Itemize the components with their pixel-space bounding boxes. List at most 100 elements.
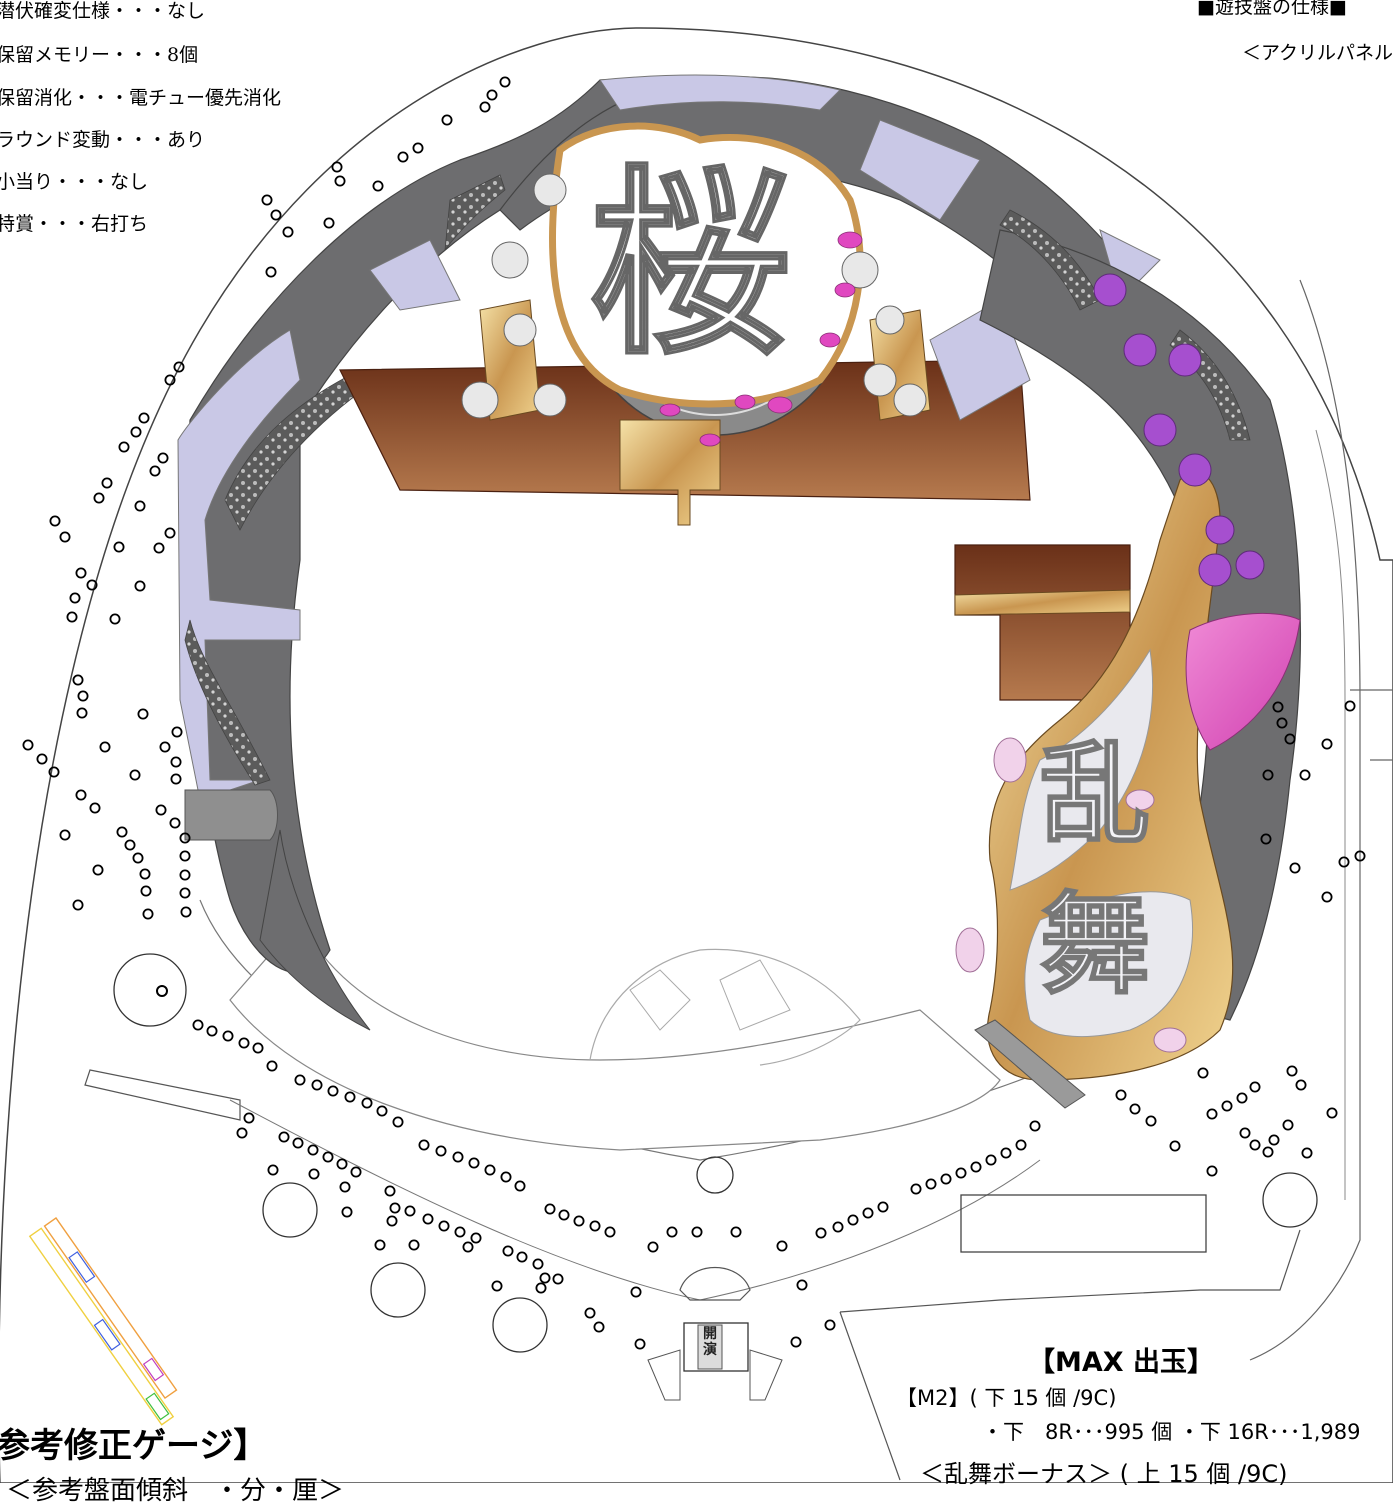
nail-pin — [139, 868, 151, 880]
nail-pin — [266, 1060, 278, 1072]
nail-pin — [331, 161, 343, 173]
nail-pin — [441, 114, 453, 126]
board-spec-title: ■遊技盤の仕様■ — [1197, 0, 1347, 18]
board-outline — [0, 27, 1393, 1483]
m2-line: 【M2】( 下 15 個 /9C) — [896, 1386, 1117, 1410]
nail-pin — [1301, 1147, 1313, 1159]
nail-pin — [1282, 1119, 1294, 1131]
nail-pin — [361, 1097, 373, 1109]
nail-pin — [118, 441, 130, 453]
nail-pin — [418, 1139, 430, 1151]
light-ribbon-top — [599, 74, 841, 111]
nail-pin — [832, 1221, 844, 1233]
nail-pin — [691, 1226, 703, 1238]
nail-pin — [322, 1151, 334, 1163]
nail-pin — [470, 1232, 482, 1244]
nail-pin — [412, 142, 424, 154]
nail-pin — [323, 217, 335, 229]
nail-pin — [341, 1206, 353, 1218]
nail-pin — [454, 1226, 466, 1238]
nail-pin — [925, 1178, 937, 1190]
nail-pin — [815, 1227, 827, 1239]
kaien-box — [683, 1322, 749, 1372]
nail-pin — [1354, 850, 1366, 862]
nail-pin — [124, 839, 136, 851]
ranbu-inner-white-2 — [1024, 891, 1193, 1037]
nail-pin — [552, 1273, 564, 1285]
nail-pin — [514, 1180, 526, 1192]
nail-pin — [1295, 1079, 1307, 1091]
nail-pin — [270, 209, 282, 221]
nail-pin — [730, 1226, 742, 1238]
nail-pin — [206, 1025, 218, 1037]
nail-pin — [479, 101, 491, 113]
nail-pin — [86, 579, 98, 591]
nail-pin — [243, 1112, 255, 1124]
bonus-line: ＜乱舞ボーナス＞ ( 上 15 個 /9C) — [920, 1460, 1288, 1488]
dark-tail-left — [259, 829, 371, 1031]
nail-pin — [171, 726, 183, 738]
nail-pin — [647, 1241, 659, 1253]
light-pink-petals — [955, 737, 1187, 1053]
nail-pin — [1000, 1147, 1012, 1159]
nail-pin — [462, 1241, 474, 1253]
right-rail-inner — [1315, 429, 1346, 1200]
nail-pin — [22, 739, 34, 751]
nail-pin — [404, 1205, 416, 1217]
sakura-logo-frame — [549, 122, 864, 408]
nail-pin — [93, 492, 105, 504]
nail-pin — [164, 527, 176, 539]
bottom-left-cup — [647, 1349, 681, 1401]
nail-pin — [59, 531, 71, 543]
nail-pin — [500, 1171, 512, 1183]
nail-pin — [153, 542, 165, 554]
nail-pin — [180, 906, 192, 918]
ranbu-logo-text: 乱舞 — [1039, 729, 1151, 1010]
nail-pin — [1299, 769, 1311, 781]
nail-pin — [170, 773, 182, 785]
stage-petal-1 — [629, 969, 691, 1031]
nail-pin — [170, 756, 182, 768]
nail-pin — [1286, 1065, 1298, 1077]
nail-pin — [1321, 891, 1333, 903]
nail-pin — [910, 1183, 922, 1195]
nail-pin — [468, 1157, 480, 1169]
nail-pin — [137, 708, 149, 720]
nail-pin — [1338, 856, 1350, 868]
nail-pin — [386, 1215, 398, 1227]
nail-pin — [558, 1209, 570, 1221]
windmill-center — [156, 985, 168, 997]
leopard-strip-left-3 — [444, 174, 506, 252]
nail-pin — [99, 741, 111, 753]
nail-pin — [36, 753, 48, 765]
gold-shelf — [954, 589, 1131, 616]
nail-pin — [1239, 1127, 1251, 1139]
sakura-logo-text: 桜 — [588, 147, 791, 382]
attacker-box — [960, 1194, 1207, 1253]
nail-pin — [344, 1091, 356, 1103]
spec-line-2: 保留メモリー・・・8個 — [0, 44, 199, 66]
nail-pin — [985, 1154, 997, 1166]
nail-pin — [634, 1338, 646, 1350]
nail-pins — [22, 76, 1366, 1350]
nail-pin — [604, 1226, 616, 1238]
lower-guide-left — [84, 1069, 241, 1121]
nail-pin — [438, 1220, 450, 1232]
nail-pin — [311, 1079, 323, 1091]
nail-pin — [1206, 1108, 1218, 1120]
stage-flower-outline — [589, 948, 861, 1066]
grey-band-left — [184, 789, 278, 841]
m2-detail-line: ・下 8R･･･995 個 ・下 16R･･･1,989 — [982, 1420, 1361, 1444]
nail-pin — [282, 226, 294, 238]
nail-pin — [179, 850, 191, 862]
nail-pin — [222, 1030, 234, 1042]
nail-pin — [1268, 1134, 1280, 1146]
nail-pin — [1262, 1146, 1274, 1158]
spec-line-5: 小当り・・・なし — [0, 171, 149, 193]
nail-pin — [790, 1336, 802, 1348]
purple-blossoms — [1093, 273, 1265, 587]
nail-pin — [1145, 1115, 1157, 1127]
nail-pin — [307, 1144, 319, 1156]
nail-pin — [532, 1258, 544, 1270]
nail-pin — [72, 674, 84, 686]
